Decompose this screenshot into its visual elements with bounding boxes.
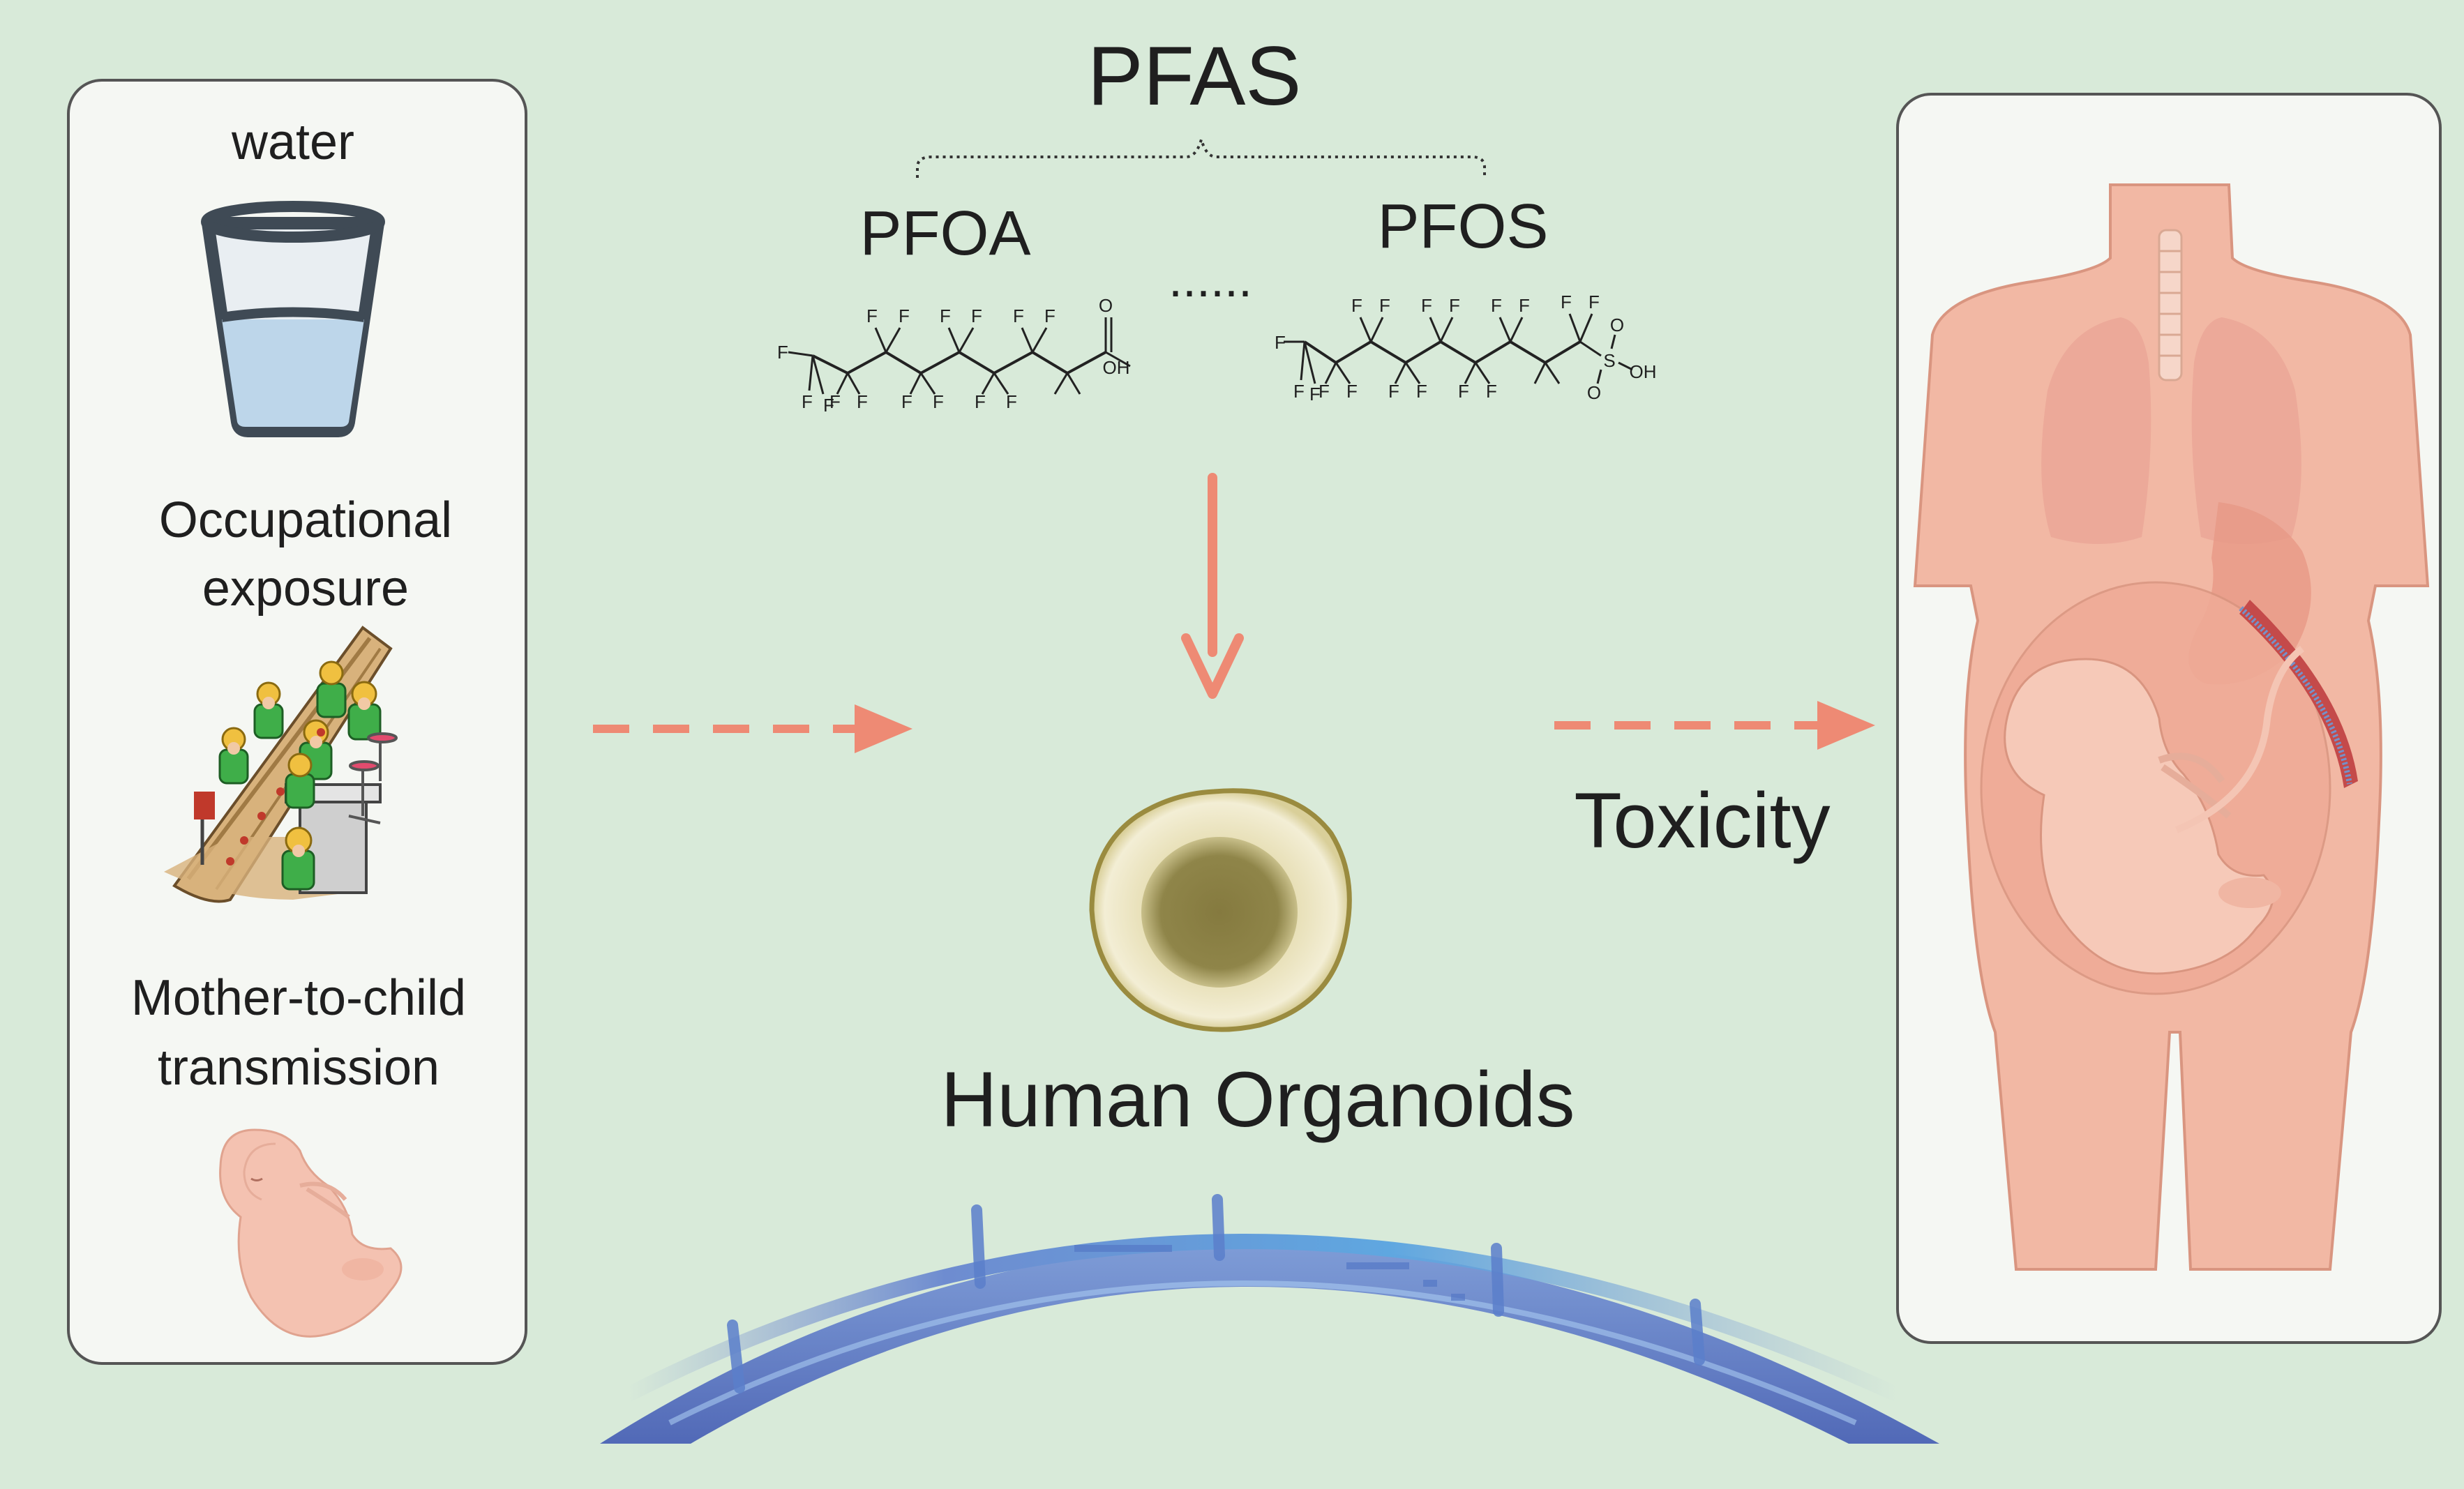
pfos-fluorine-17: F	[1588, 292, 1600, 312]
mother-label-line2: transmission	[158, 1040, 440, 1096]
pfoa-group-1: O	[1099, 295, 1113, 316]
pfos-label: PFOS	[1377, 192, 1548, 262]
bridge-arc-illustration	[600, 1194, 1939, 1444]
pfos-fluorine-3: F	[1309, 384, 1321, 405]
pfos-fluorine-8: F	[1388, 381, 1399, 402]
human-organoids-label: Human Organoids	[941, 1056, 1575, 1143]
pfos-fluorine-2: F	[1293, 381, 1305, 402]
pfoa-fluorine-15: F	[1044, 305, 1056, 326]
pfos-fluorine-6: F	[1351, 295, 1362, 316]
pfos-group-4: OH	[1630, 361, 1657, 382]
pfoa-fluorine-8: F	[901, 391, 912, 412]
pfoa-group-2: OH	[1103, 357, 1130, 378]
toxicity-label: Toxicity	[1574, 777, 1830, 864]
water-label: water	[231, 114, 354, 170]
pfos-fluorine-1: F	[1275, 332, 1286, 353]
pfoa-fluorine-11: F	[971, 305, 982, 326]
exposure-down-arrowhead	[1181, 633, 1244, 699]
pfas-group-brace	[916, 134, 1486, 178]
pfos-fluorine-5: F	[1346, 381, 1358, 402]
pfoa-fluorine-14: F	[1013, 305, 1024, 326]
pfoa-fluorine-6: F	[866, 305, 878, 326]
pfoa-fluorine-12: F	[975, 391, 986, 412]
pfoa-fluorine-3: F	[823, 395, 834, 416]
pfoa-fluorine-5: F	[857, 391, 868, 412]
sources-to-organoid-arrow	[593, 704, 912, 753]
pfos-fluorine-9: F	[1416, 381, 1427, 402]
organoid-icon	[1089, 788, 1352, 1032]
ellipsis-text: ......	[1169, 252, 1252, 308]
pfos-fluorine-7: F	[1379, 295, 1390, 316]
pfos-group-1: O	[1610, 315, 1624, 335]
pfos-fluorine-15: F	[1519, 295, 1530, 316]
pfoa-fluorine-10: F	[940, 305, 951, 326]
water-glass-icon	[201, 201, 385, 437]
occupational-label-line1: Occupational	[159, 492, 452, 548]
occupational-label-line2: exposure	[202, 561, 409, 617]
pfos-group-3: O	[1587, 382, 1601, 403]
mother-label-line1: Mother-to-child	[131, 970, 466, 1026]
factory-workers-illustration	[164, 626, 398, 903]
pfoa-label: PFOA	[859, 199, 1030, 269]
pfoa-fluorine-4: F	[829, 391, 841, 412]
pfos-fluorine-13: F	[1486, 381, 1497, 402]
pfos-fluorine-16: F	[1561, 292, 1572, 312]
pregnant-body-illustration	[1913, 183, 2430, 1271]
pfos-fluorine-11: F	[1449, 295, 1460, 316]
pfos-fluorine-10: F	[1421, 295, 1432, 316]
pfos-fluorine-4: F	[1319, 381, 1330, 402]
organoid-to-body-arrow	[1554, 701, 1875, 750]
pfoa-fluorine-1: F	[777, 342, 788, 363]
pfos-group-2: S	[1603, 350, 1615, 371]
pfoa-fluorine-13: F	[1006, 391, 1017, 412]
pfos-fluorine-14: F	[1491, 295, 1502, 316]
pfoa-fluorine-2: F	[802, 391, 813, 412]
fetus-icon	[219, 1128, 403, 1338]
pfoa-fluorine-9: F	[933, 391, 944, 412]
pfas-title: PFAS	[1088, 29, 1302, 123]
pfoa-fluorine-7: F	[899, 305, 910, 326]
pfos-fluorine-12: F	[1458, 381, 1469, 402]
